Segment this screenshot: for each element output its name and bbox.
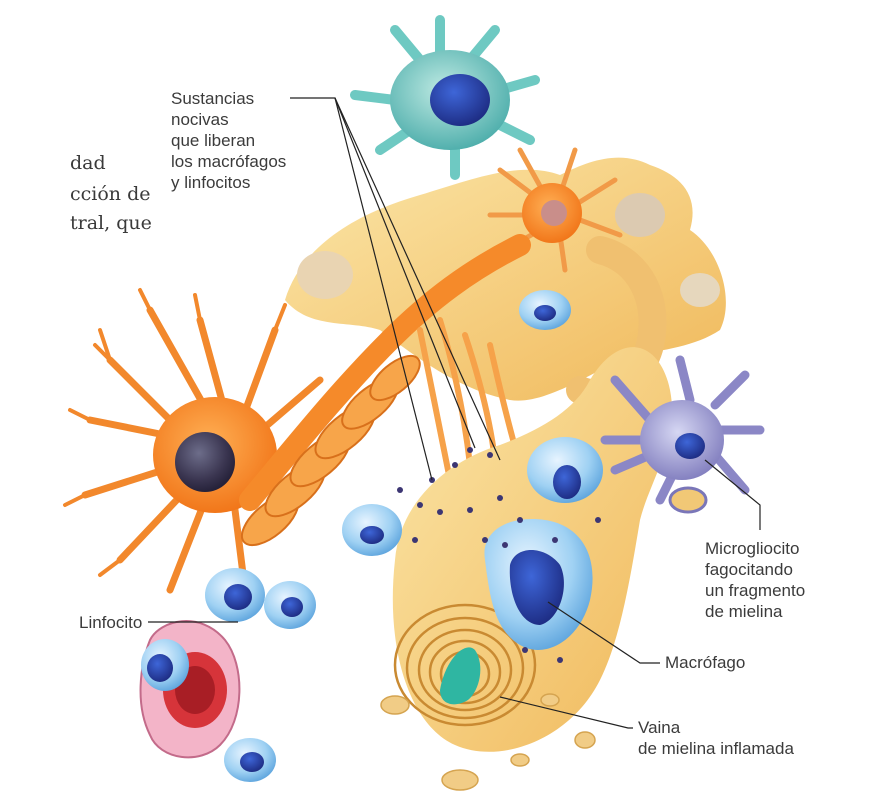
macrophage-left <box>342 504 402 556</box>
label-line: Sustancias <box>171 88 286 109</box>
label-line: y linfocitos <box>171 172 286 193</box>
background-text-line1: dad <box>70 152 106 174</box>
macrophage-small <box>527 437 603 503</box>
background-text-line2: cción de <box>70 183 150 205</box>
label-line: de mielina inflamada <box>638 738 794 759</box>
lymphocyte <box>264 581 316 629</box>
large-neuron <box>65 290 320 590</box>
lymphocyte <box>141 639 189 691</box>
lymphocyte <box>224 738 276 782</box>
glial-nucleus <box>680 273 720 307</box>
label-line: Vaina <box>638 717 794 738</box>
label-line: Microgliocito <box>705 538 805 559</box>
astrocyte <box>355 20 535 175</box>
glial-nucleus <box>615 193 665 237</box>
background-text-line3: tral, que <box>70 212 152 234</box>
label-vaina: Vaina de mielina inflamada <box>638 717 794 759</box>
label-sustancias: Sustancias nocivas que liberan los macró… <box>171 88 286 193</box>
lymphocyte <box>205 568 265 622</box>
label-microgliocito: Microgliocito fagocitando un fragmento d… <box>705 538 805 622</box>
label-macrofago: Macrófago <box>665 652 745 673</box>
macrophage-upper <box>519 290 571 330</box>
label-line: los macrófagos <box>171 151 286 172</box>
label-line: nocivas <box>171 109 286 130</box>
label-line: fagocitando <box>705 559 805 580</box>
glial-nucleus <box>297 251 353 299</box>
label-line: un fragmento <box>705 580 805 601</box>
label-line: que liberan <box>171 130 286 151</box>
label-line: de mielina <box>705 601 805 622</box>
label-linfocito: Linfocito <box>79 612 142 633</box>
